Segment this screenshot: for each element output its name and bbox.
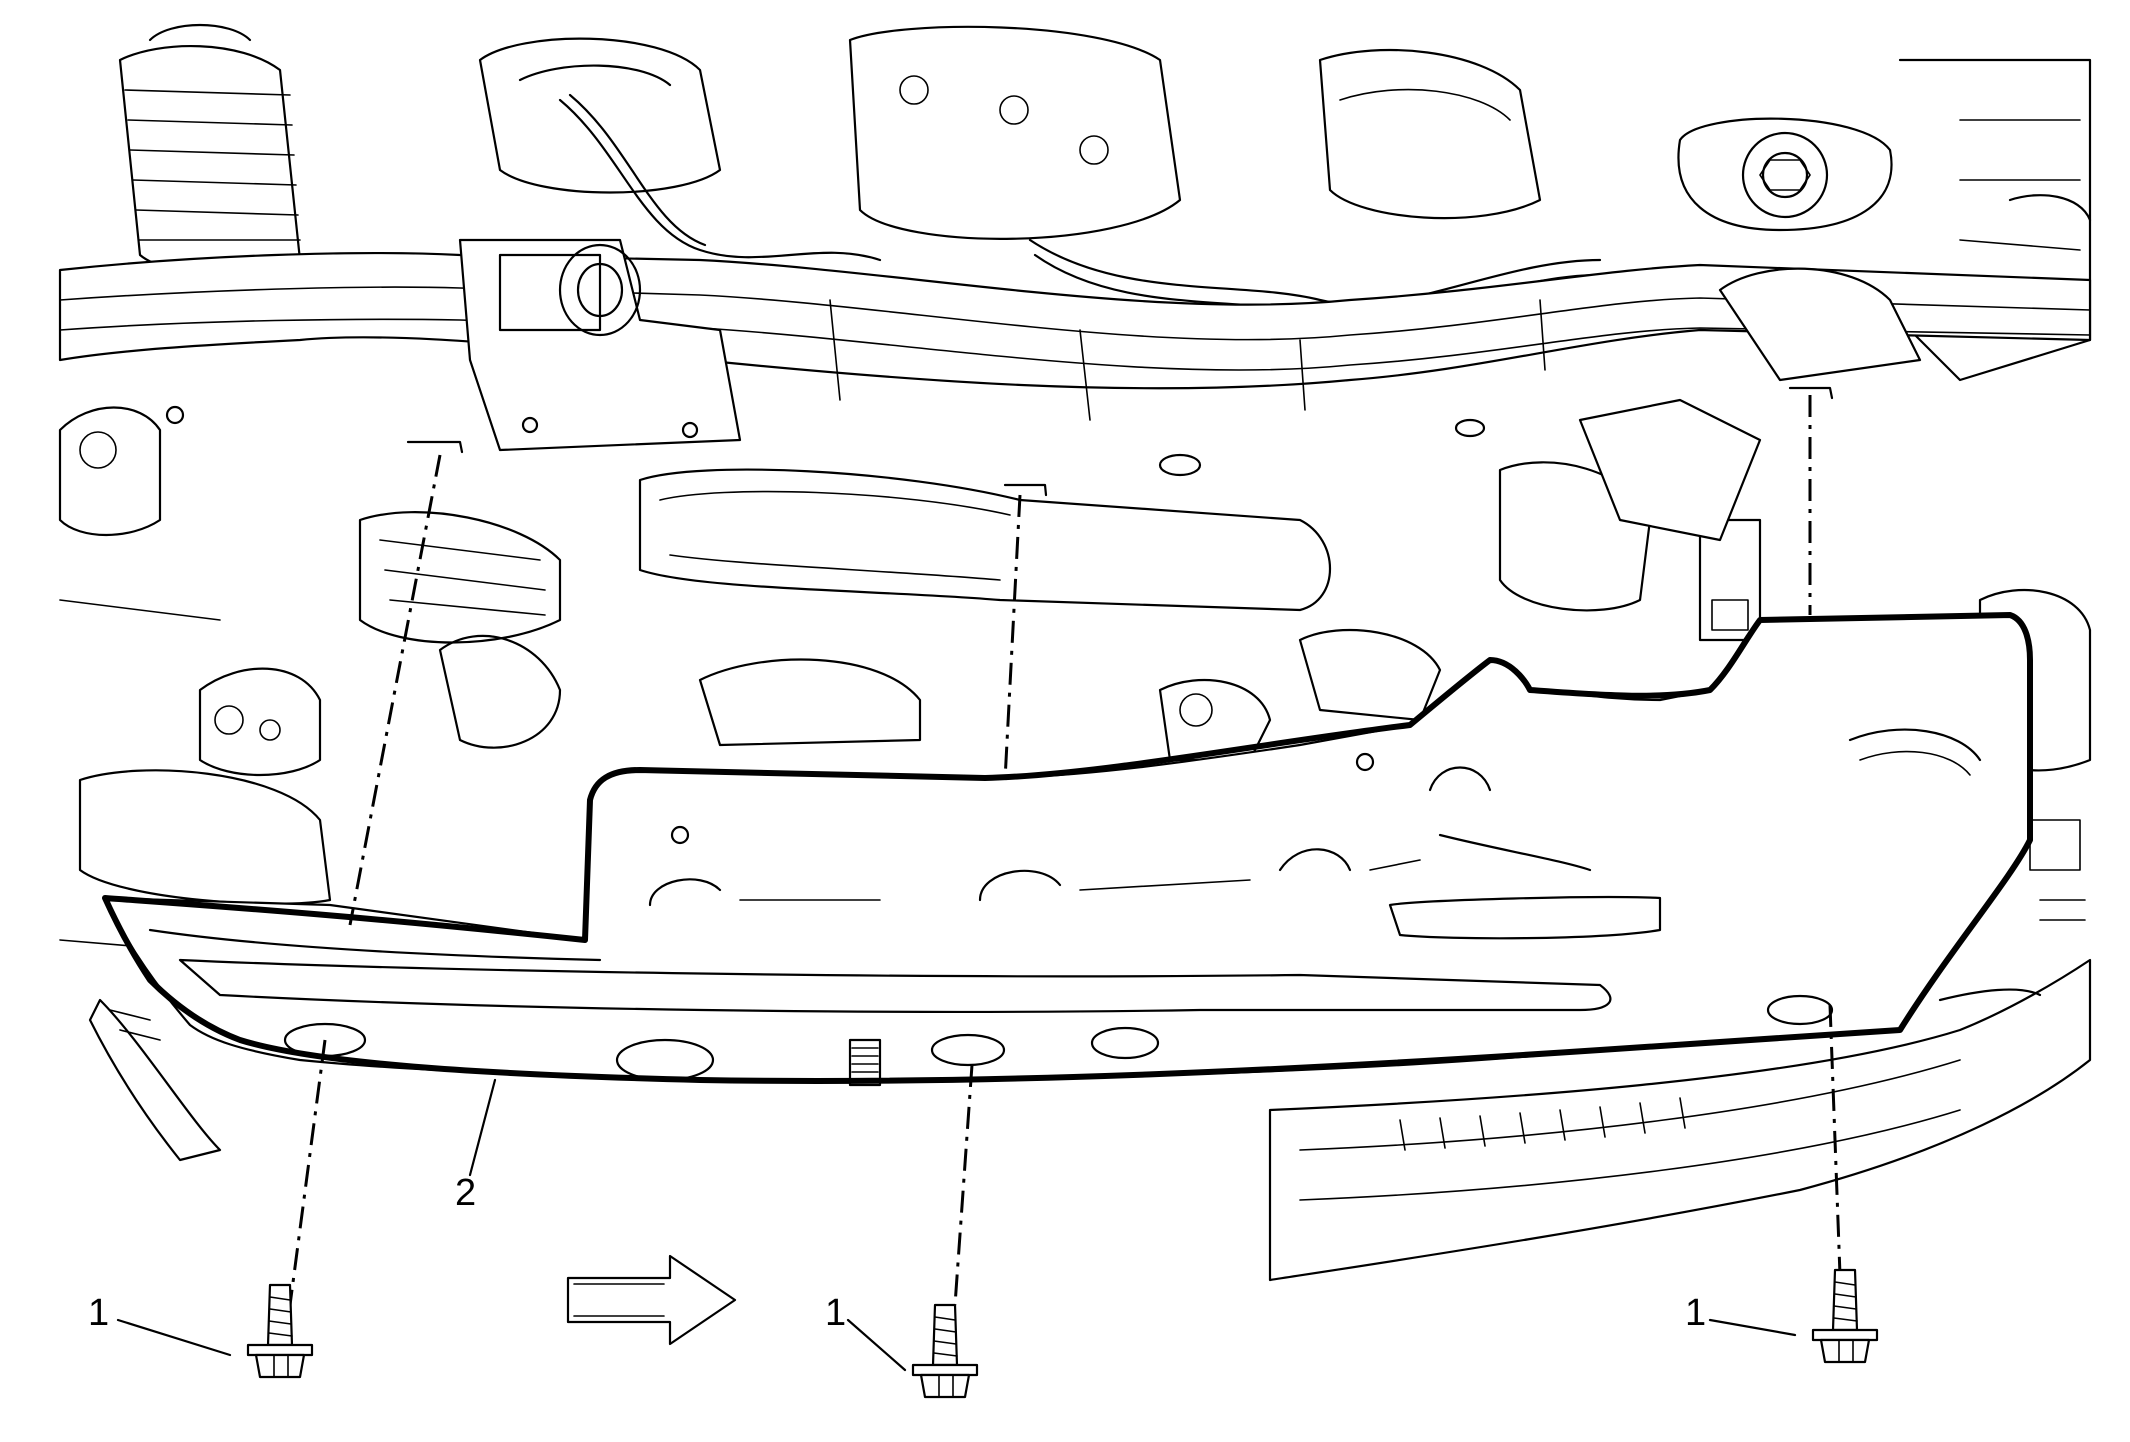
fastener-center: [911, 1303, 979, 1399]
leader-fastener-left: [116, 1318, 232, 1357]
fastener-left: [246, 1283, 314, 1379]
underbody-shield: [102, 612, 2033, 1087]
leader-fastener-right: [1708, 1318, 1797, 1337]
callout-label-fastener-left: 1: [88, 1292, 109, 1334]
callout-label-fastener-center: 1: [825, 1292, 846, 1334]
crossmember: [58, 238, 2092, 542]
callout-label-fastener-right: 1: [1685, 1292, 1706, 1334]
leader-fastener-center: [846, 1318, 907, 1372]
front-fascia: [88, 958, 2092, 1282]
fastener-right: [1811, 1268, 1879, 1364]
callout-label-shield: 2: [455, 1172, 476, 1214]
left-strut-boot: [118, 24, 302, 276]
leader-lines: [288, 386, 1842, 1306]
arrow-right-icon: [566, 1254, 737, 1346]
shield-vent: [848, 1038, 882, 1087]
right-engine-mount: [1677, 117, 1893, 232]
